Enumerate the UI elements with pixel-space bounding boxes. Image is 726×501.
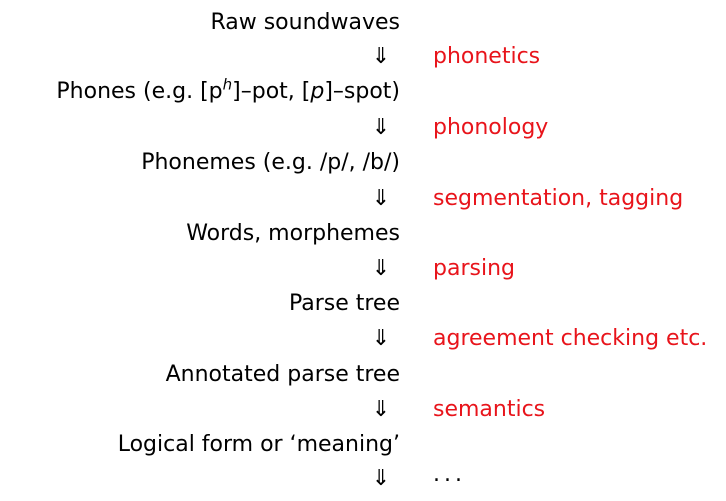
process-agreement-checking: agreement checking etc. [433, 326, 708, 351]
stage-annotated-parse-tree: Annotated parse tree [165, 362, 400, 387]
stage-logical-form: Logical form or ‘meaning’ [117, 432, 400, 457]
down-arrow-icon: ⇓ [371, 326, 391, 351]
process-phonology: phonology [433, 115, 549, 140]
process-segmentation-tagging: segmentation, tagging [433, 186, 684, 211]
process-semantics: semantics [433, 397, 546, 422]
stage-phones: Phones (e.g. [ph]–pot, [p]–spot) [56, 75, 400, 104]
down-arrow-icon: ⇓ [371, 256, 391, 281]
stage-phonemes: Phonemes (e.g. /p/, /b/) [141, 150, 400, 175]
down-arrow-icon: ⇓ [371, 186, 391, 211]
down-arrow-icon: ⇓ [371, 115, 391, 140]
process-ellipsis: ... [433, 462, 466, 487]
down-arrow-icon: ⇓ [371, 44, 391, 69]
down-arrow-icon: ⇓ [371, 397, 391, 422]
process-parsing: parsing [433, 256, 515, 281]
process-phonetics: phonetics [433, 44, 541, 69]
stage-raw-soundwaves: Raw soundwaves [210, 10, 400, 35]
stage-parse-tree: Parse tree [288, 291, 400, 316]
down-arrow-icon: ⇓ [371, 466, 391, 491]
stage-words-morphemes: Words, morphemes [186, 221, 400, 246]
